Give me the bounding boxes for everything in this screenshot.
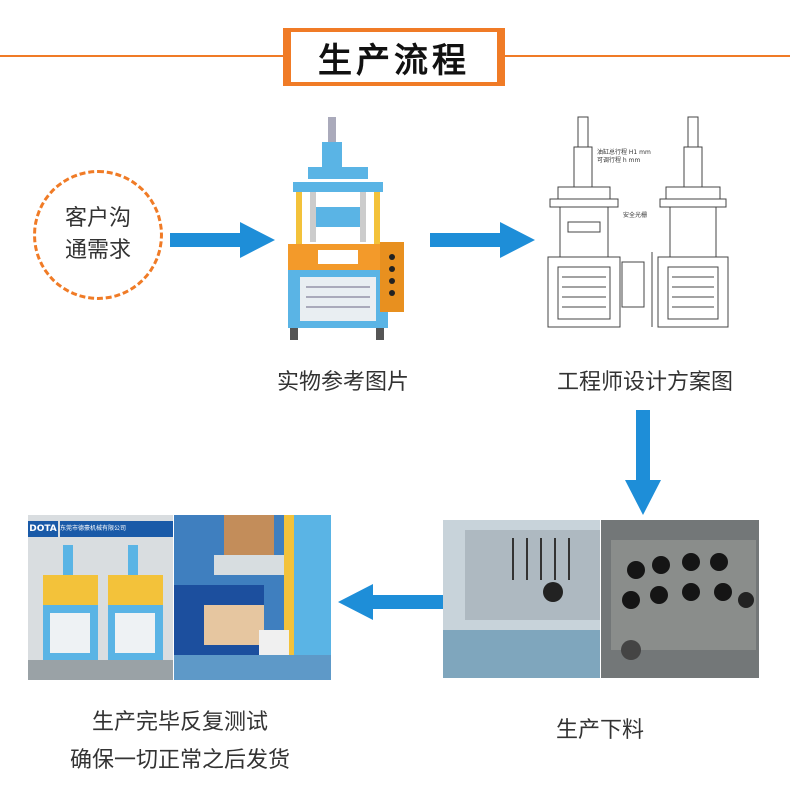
machine-photo bbox=[288, 117, 404, 340]
material-photo-left bbox=[443, 520, 600, 678]
logo-text: DOTA bbox=[28, 521, 58, 537]
annotation-stroke-total: 油缸总行程 H1 mm bbox=[597, 149, 651, 156]
company-sign: 东莞市德豪机械有限公司 bbox=[60, 521, 173, 537]
customer-line-2: 通需求 bbox=[64, 238, 131, 263]
annotation-stroke-adjustable: 可调行程 h mm bbox=[597, 157, 641, 164]
customer-line-1: 客户沟 bbox=[64, 206, 131, 232]
material-photo-right bbox=[601, 520, 759, 678]
page-title: 生产流程 bbox=[291, 32, 497, 82]
testing-photo-left: DOTA 东莞市德豪机械有限公司 bbox=[28, 515, 173, 680]
arrow-right-1-icon bbox=[170, 222, 275, 258]
header-line-left bbox=[0, 55, 283, 57]
header-line-right bbox=[505, 55, 790, 57]
title-box: 生产流程 bbox=[283, 28, 505, 86]
material-caption: 生产下料 bbox=[555, 718, 644, 743]
design-caption: 工程师设计方案图 bbox=[556, 370, 733, 395]
arrow-left-icon bbox=[338, 584, 443, 620]
arrow-right-2-icon bbox=[430, 222, 535, 258]
arrow-down-icon bbox=[625, 410, 661, 515]
customer-circle: 客户沟 通需求 bbox=[33, 170, 163, 300]
testing-caption-line-2: 确保一切正常之后发货 bbox=[69, 748, 290, 773]
testing-caption-line-1: 生产完毕反复测试 bbox=[91, 710, 268, 735]
photo-caption: 实物参考图片 bbox=[276, 370, 409, 395]
design-drawing bbox=[547, 116, 729, 328]
annotation-safety: 安全光栅 bbox=[623, 212, 648, 219]
testing-photo-right bbox=[174, 515, 331, 680]
